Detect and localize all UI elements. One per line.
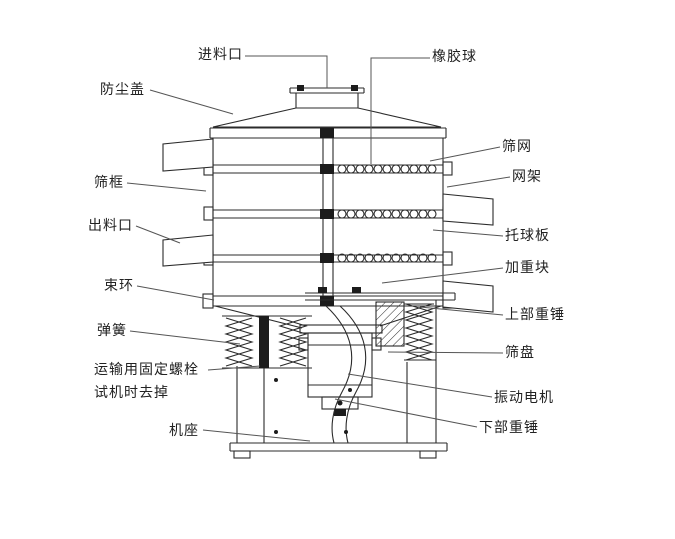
dust-cover-part (212, 107, 442, 128)
label-upper-weight-hammer: 上部重锤 (505, 307, 565, 323)
leader-ball-support-plate (432, 229, 504, 237)
leader-dust-cover (149, 89, 234, 115)
label-transport-note-line2: 试机时去掉 (94, 385, 169, 401)
leader-rubber-ball (370, 57, 430, 164)
leader-upper-weight-hammer (419, 306, 504, 316)
left-spout-lower (162, 234, 214, 267)
deck-walls (212, 138, 444, 306)
sieve-pan-part (305, 287, 456, 301)
leader-lines (126, 55, 511, 442)
label-spring: 弹簧 (97, 323, 127, 339)
label-mesh-frame: 网架 (512, 169, 542, 185)
leader-screen-mesh (429, 146, 501, 162)
leader-machine-base (202, 429, 311, 442)
leader-weight-block (381, 267, 504, 284)
label-clamp-ring: 束环 (104, 278, 134, 294)
label-weight-block: 加重块 (505, 260, 550, 276)
leader-discharge-outlet (135, 225, 181, 244)
label-sieve-pan: 筛盘 (505, 345, 535, 361)
label-feed-inlet: 进料口 (198, 47, 243, 63)
center-column (320, 128, 334, 306)
left-spout-upper (162, 138, 214, 172)
upper-weight-hammer-part (375, 301, 405, 347)
label-rubber-ball: 橡胶球 (432, 49, 477, 65)
transport-bolt-part (259, 316, 269, 368)
leader-sieve-pan (387, 351, 504, 354)
leader-vibration-motor (347, 373, 493, 398)
label-lower-weight-hammer: 下部重锤 (479, 420, 539, 436)
right-spout-upper (442, 193, 494, 226)
leader-lower-weight-hammer (334, 398, 478, 428)
discharge-spouts (162, 138, 494, 313)
label-discharge-outlet: 出料口 (88, 218, 133, 234)
label-dust-cover: 防尘盖 (100, 82, 145, 98)
label-vibration-motor: 振动电机 (494, 390, 554, 406)
leader-feed-inlet (245, 55, 328, 88)
label-sieve-frame: 筛框 (94, 175, 124, 191)
feed-inlet-part (289, 85, 365, 108)
leader-sieve-frame (126, 182, 207, 192)
leader-clamp-ring (136, 285, 215, 301)
label-transport-note-line1: 运输用固定螺栓 (94, 362, 199, 378)
clamp-bands (202, 161, 454, 309)
leader-spring (129, 330, 241, 345)
label-machine-base: 机座 (169, 423, 199, 439)
label-ball-support-plate: 托球板 (505, 228, 550, 244)
machine-body (162, 85, 494, 459)
leader-transport-note (207, 365, 261, 371)
label-screen-mesh: 筛网 (502, 139, 532, 155)
right-spout-lower (442, 280, 494, 313)
leader-mesh-frame (446, 176, 511, 188)
rubber-ball-rows (337, 164, 437, 263)
motor-assembly (298, 324, 383, 416)
